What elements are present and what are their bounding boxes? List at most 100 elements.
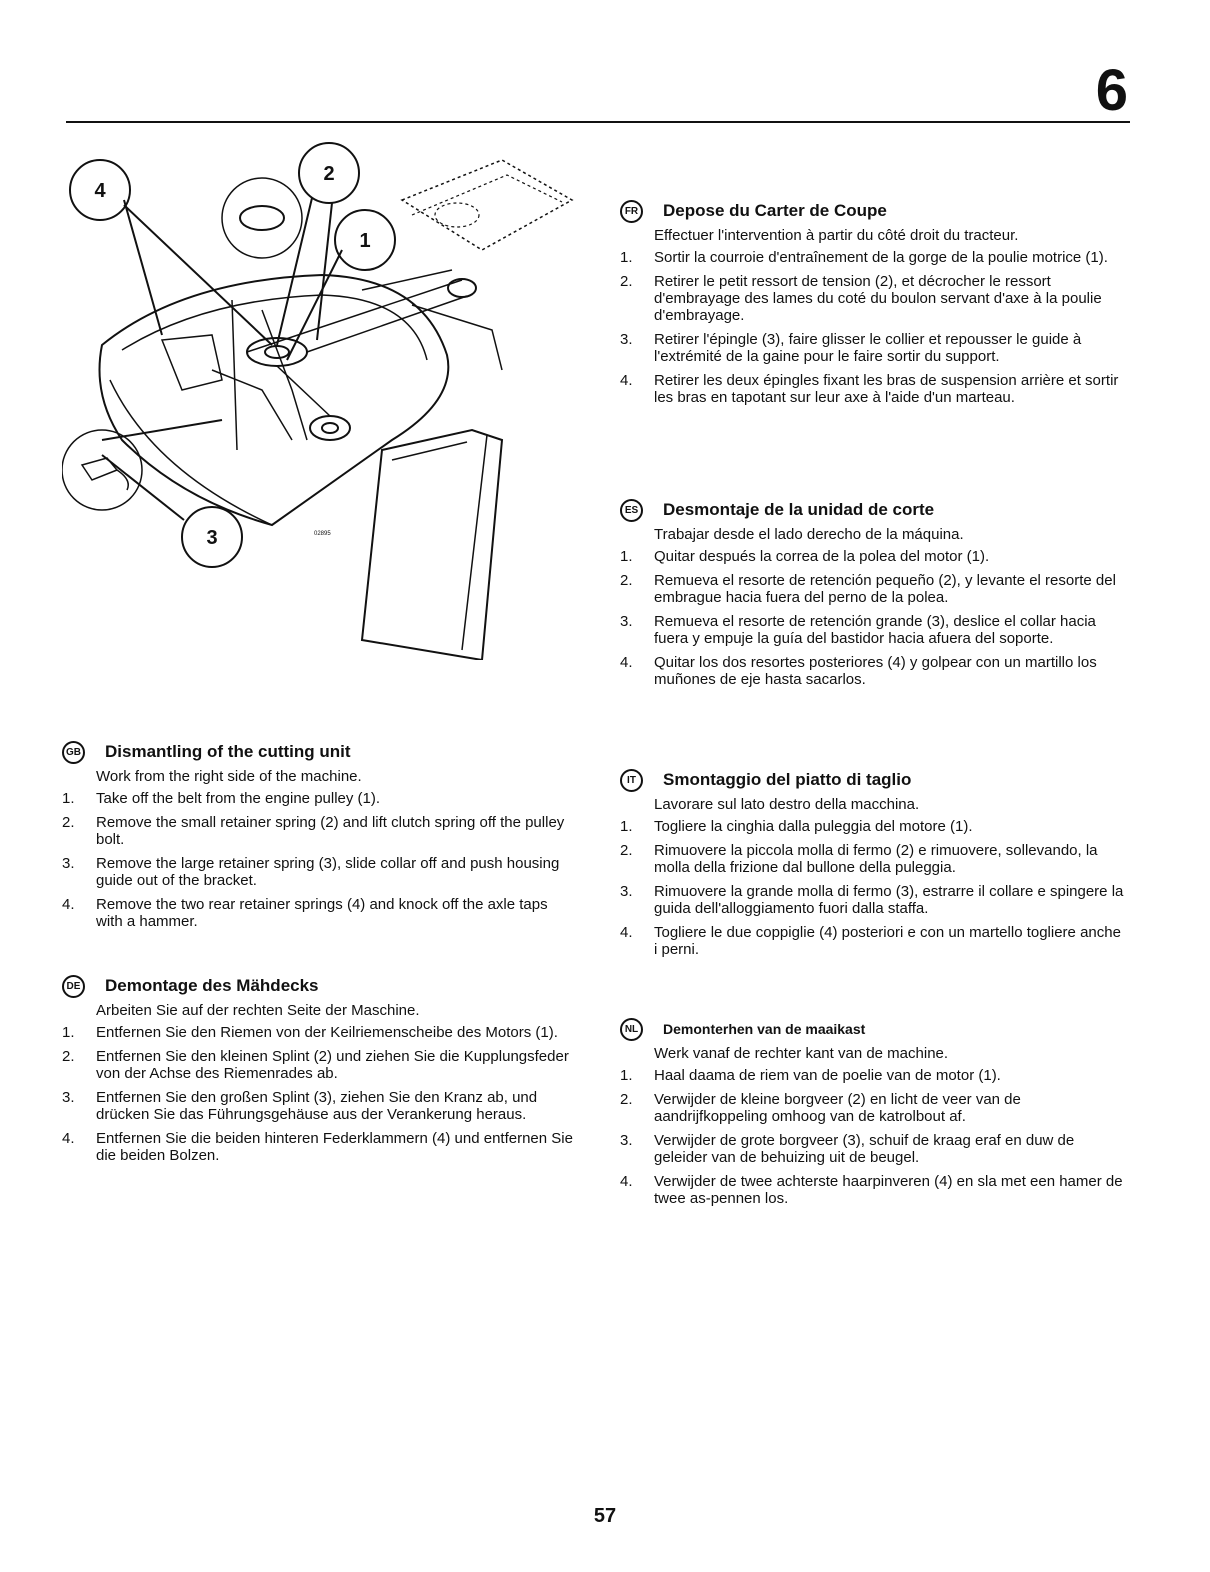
step-item: 4. Quitar los dos resortes posteriores (4… (620, 654, 1128, 688)
step-text: Rimuovere la piccola molla di fermo (2) … (654, 842, 1098, 876)
step-item: 1. Quitar después la correa de la polea d… (620, 548, 1128, 565)
language-badge-nl: NL (620, 1017, 643, 1041)
step-text: Remueva el resorte de retención pequeño … (654, 572, 1116, 606)
step-list: 1. Quitar después la correa de la polea d… (620, 548, 1128, 688)
step-list: 1. Entfernen Sie den Riemen von der Keilr… (62, 1024, 574, 1164)
step-item: 3. Entfernen Sie den großen Splint (3), z… (62, 1089, 574, 1123)
step-text: Verwijder de grote borgveer (3), schuif … (654, 1132, 1075, 1166)
step-item: 4. Entfernen Sie die beiden hinteren Fede… (62, 1130, 574, 1164)
step-text: Entfernen Sie den großen Splint (3), zie… (96, 1089, 538, 1123)
step-text: Quitar los dos resortes posteriores (4) … (654, 654, 1097, 688)
step-number: 3. (620, 883, 633, 900)
chapter-number: 6 (1095, 58, 1128, 123)
section-title: Demonterhen van de maaikast (663, 1021, 866, 1037)
step-number: 3. (620, 613, 633, 630)
step-text: Entfernen Sie den Riemen von der Keilrie… (96, 1024, 558, 1041)
step-item: 2.Verwijder de kleine borgveer (2) en li… (620, 1091, 1128, 1125)
step-number: 4. (620, 1173, 633, 1190)
step-number: 4. (62, 1130, 75, 1147)
step-item: 1. Sortir la courroie d'entraînement de l… (620, 249, 1128, 266)
step-text: Entfernen Sie die beiden hinteren Federk… (96, 1130, 573, 1164)
step-item: 4. Verwijder de twee achterste haarpinver… (620, 1173, 1128, 1207)
step-item: 2.Rimuovere la piccola molla di fermo (2… (620, 842, 1128, 876)
step-number: 1. (620, 249, 633, 266)
section-intro: Arbeiten Sie auf der rechten Seite der M… (96, 1002, 420, 1019)
section-nl: NL Demonterhen van de maaikast Werk vana… (620, 1015, 1128, 1214)
step-text: Remove the small retainer spring (2) and… (96, 814, 565, 848)
step-number: 4. (62, 896, 75, 913)
callout-label: 4 (94, 180, 106, 202)
step-item: 4. Togliere le due coppiglie (4) posterio… (620, 924, 1128, 958)
section-intro: Trabajar desde el lado derecho de la máq… (654, 526, 964, 543)
step-text: Remove the two rear retainer springs (4)… (96, 896, 548, 930)
callout-label: 3 (206, 527, 217, 549)
step-item: 4.Retirer les deux épingles fixant les b… (620, 372, 1128, 406)
step-number: 3. (62, 1089, 75, 1106)
section-intro: Lavorare sul lato destro della macchina. (654, 796, 920, 813)
step-text: Retirer le petit ressort de tension (2),… (654, 273, 1102, 324)
cutting-deck-illustration: 4 2 1 3 02895 (62, 142, 574, 660)
section-gb: GB Dismantling of the cutting unit Work … (62, 738, 574, 937)
step-text: Retirer l'épingle (3), faire glisser le … (654, 331, 1082, 365)
section-es: ES Desmontaje de la unidad de corte Trab… (620, 496, 1128, 695)
language-badge-gb: GB (62, 740, 85, 764)
callout-label: 1 (359, 230, 370, 252)
step-item: 2.Remueva el resorte de retención pequeñ… (620, 572, 1128, 606)
step-number: 2. (62, 814, 75, 831)
step-number: 4. (620, 372, 633, 389)
step-item: 3. Remueva el resorte de retención grande… (620, 613, 1128, 647)
step-text: Haal daama de riem van de poelie van de … (654, 1067, 1001, 1084)
section-title: Desmontaje de la unidad de corte (663, 500, 935, 519)
step-text: Togliere la cinghia dalla puleggia del m… (654, 818, 973, 835)
step-item: 2. Remove the small retainer spring (2) a… (62, 814, 574, 848)
language-badge-de: DE (62, 974, 85, 998)
step-number: 1. (620, 818, 633, 835)
step-list: 1. Haal daama de riem van de poelie van d… (620, 1067, 1128, 1207)
step-text: Quitar después la correa de la polea del… (654, 548, 990, 565)
step-number: 3. (620, 331, 633, 348)
step-list: 1. Togliere la cinghia dalla puleggia del… (620, 818, 1128, 958)
language-badge-it: IT (620, 768, 643, 792)
step-number: 2. (62, 1048, 75, 1065)
section-title: Smontaggio del piatto di taglio (663, 770, 912, 789)
figure-code: 02895 (314, 531, 331, 537)
language-badge-es: ES (620, 498, 643, 522)
page-number: 57 (593, 1505, 617, 1527)
section-de: DE Demontage des Mähdecks Arbeiten Sie a… (62, 972, 574, 1171)
step-number: 1. (62, 1024, 75, 1041)
step-item: 3. Retirer l'épingle (3), faire glisser l… (620, 331, 1128, 365)
section-title: Dismantling of the cutting unit (105, 742, 351, 761)
step-text: Rimuovere la grande molla di fermo (3), … (654, 883, 1124, 917)
step-number: 2. (620, 1091, 633, 1108)
step-text: Entfernen Sie den kleinen Splint (2) und… (96, 1048, 569, 1082)
step-item: 4. Remove the two rear retainer springs (… (62, 896, 574, 930)
section-intro: Werk vanaf de rechter kant van de machin… (654, 1045, 949, 1062)
header-rule (66, 121, 1130, 123)
step-item: 3. Remove the large retainer spring (3), … (62, 855, 574, 889)
step-number: 4. (620, 924, 633, 941)
section-intro: Work from the right side of the machine. (96, 768, 362, 785)
step-text: Sortir la courroie d'entraînement de la … (654, 249, 1108, 266)
step-number: 3. (62, 855, 75, 872)
step-text: Togliere le due coppiglie (4) posteriori… (654, 924, 1121, 958)
callout-label: 2 (323, 163, 334, 185)
step-item: 3. Verwijder de grote borgveer (3), schui… (620, 1132, 1128, 1166)
step-text: Remove the large retainer spring (3), sl… (96, 855, 560, 889)
step-number: 1. (62, 790, 75, 807)
section-it: IT Smontaggio del piatto di taglio Lavor… (620, 766, 1128, 965)
step-text: Remueva el resorte de retención grande (… (654, 613, 1096, 647)
step-number: 1. (620, 548, 633, 565)
step-list: 1. Sortir la courroie d'entraînement de l… (620, 249, 1128, 406)
step-number: 1. (620, 1067, 633, 1084)
step-text: Verwijder de twee achterste haarpinveren… (654, 1173, 1123, 1207)
step-item: 2. Retirer le petit ressort de tension (2… (620, 273, 1128, 324)
section-fr: FR Depose du Carter de Coupe Effectuer l… (620, 197, 1128, 413)
step-item: 2. Entfernen Sie den kleinen Splint (2) u… (62, 1048, 574, 1082)
step-number: 4. (620, 654, 633, 671)
step-item: 1. Haal daama de riem van de poelie van d… (620, 1067, 1128, 1084)
step-number: 2. (620, 273, 633, 290)
step-item: 1. Entfernen Sie den Riemen von der Keilr… (62, 1024, 574, 1041)
step-list: 1.Take off the belt from the engine pull… (62, 790, 574, 930)
step-number: 3. (620, 1132, 633, 1149)
step-item: 1. Togliere la cinghia dalla puleggia del… (620, 818, 1128, 835)
